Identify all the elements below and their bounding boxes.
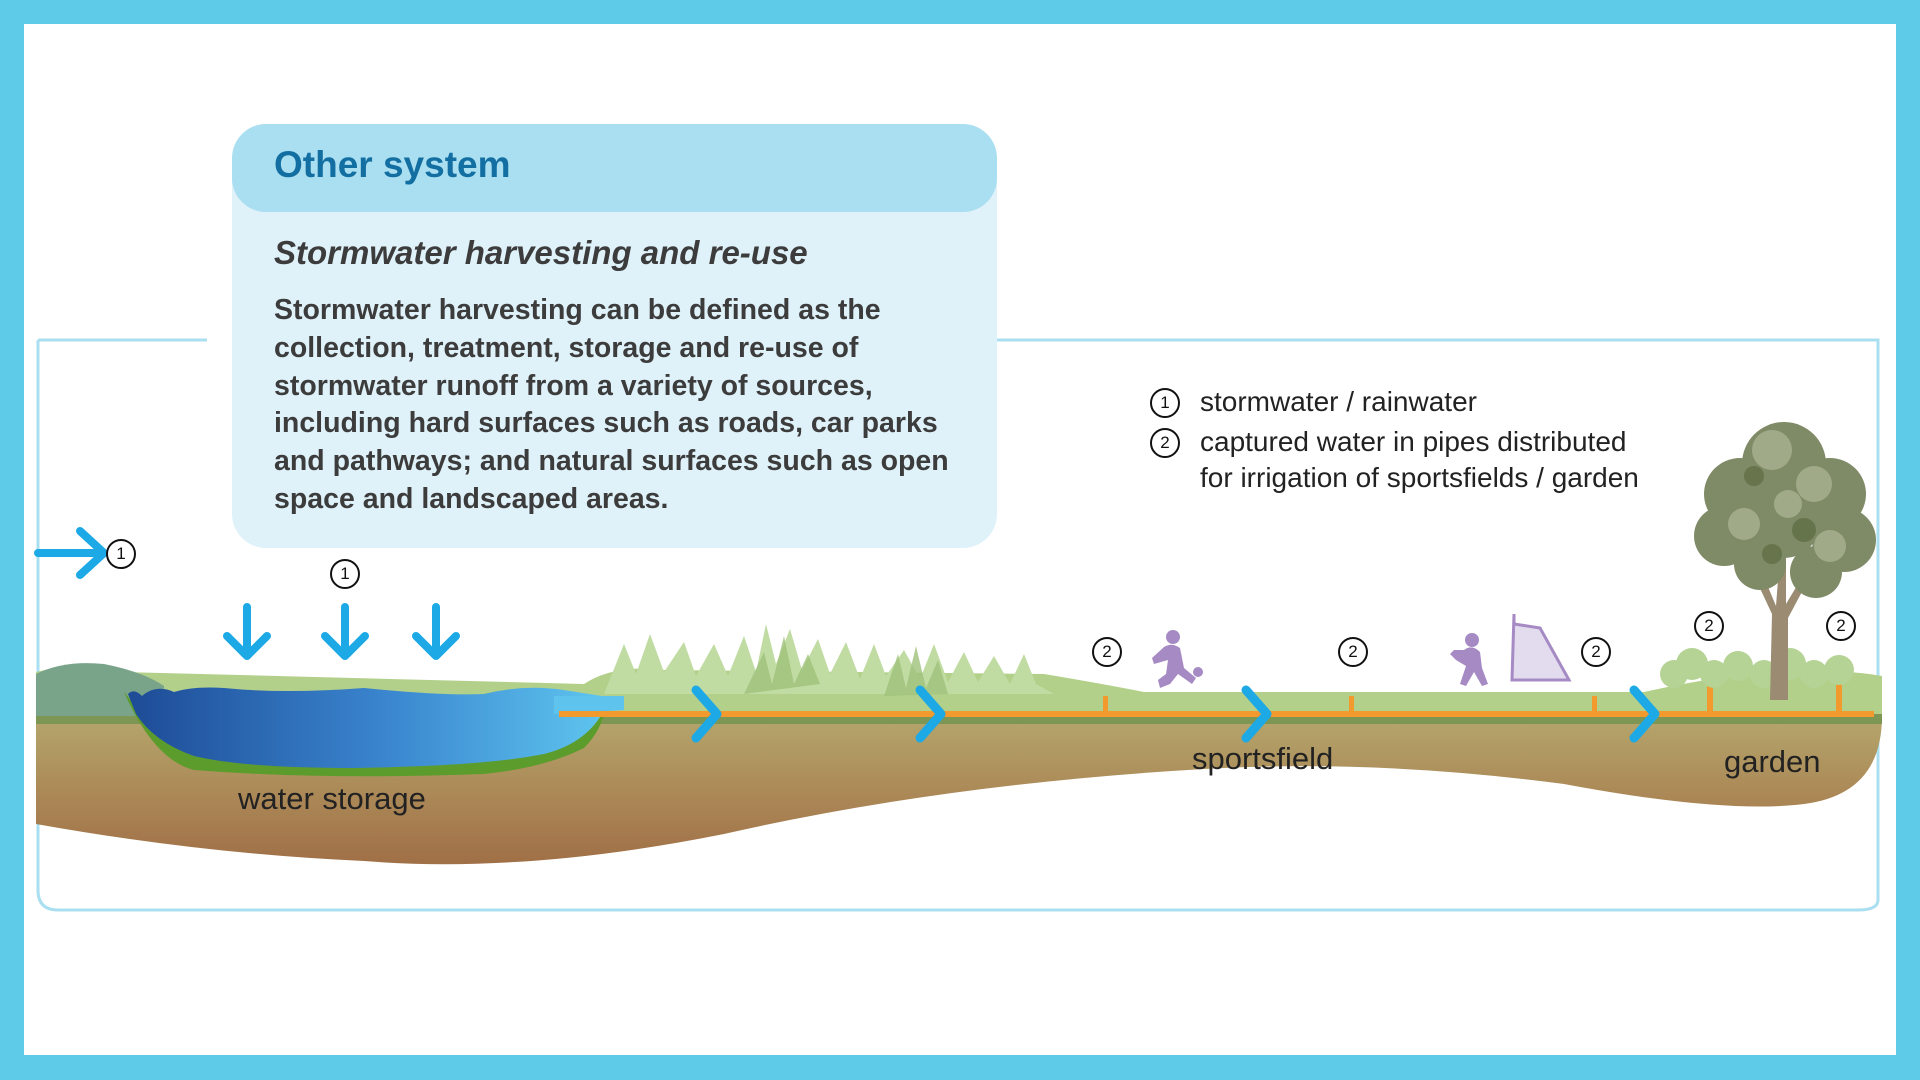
pond-outlet — [554, 696, 624, 714]
legend-text-captured-water: captured water in pipes distributed — [1200, 426, 1627, 457]
legend-number-1: 1 — [1150, 388, 1180, 418]
goal-frame — [1510, 613, 1572, 682]
water-storage-label: water storage — [238, 781, 426, 816]
info-box-title: Other system — [274, 144, 511, 185]
soccer-player-figure — [1152, 630, 1203, 688]
info-box-subtitle: Stormwater harvesting and re-use — [274, 234, 808, 271]
marker-2-pipe-c: 2 — [1581, 637, 1611, 667]
tree — [1694, 422, 1876, 700]
stormwater-scene — [34, 338, 1882, 912]
flow-chevrons — [691, 685, 1660, 743]
rain-arrows — [34, 527, 460, 660]
legend-text-irrigation: for irrigation of sportsfields / garden — [1200, 462, 1639, 493]
marker-2-garden-b: 2 — [1826, 611, 1856, 641]
sportsfield-label: sportsfield — [1192, 741, 1334, 776]
garden-shrubs — [1660, 648, 1854, 688]
garden-label: garden — [1724, 744, 1821, 779]
legend-text-stormwater: stormwater / rainwater — [1200, 386, 1477, 417]
marker-2-pipe-b: 2 — [1338, 637, 1368, 667]
scene-outline — [36, 338, 1880, 912]
marker-2-garden-a: 2 — [1694, 611, 1724, 641]
legend-number-2: 2 — [1150, 428, 1180, 458]
info-box-header — [232, 124, 997, 212]
reeds — [604, 624, 1054, 694]
reeds-dark — [744, 636, 948, 696]
goalkeeper-figure — [1450, 633, 1488, 686]
marker-1-rain: 1 — [330, 559, 360, 589]
irrigation-pipe — [559, 684, 1874, 717]
info-box-description: Stormwater harvesting can be defined as … — [274, 294, 949, 515]
info-box: Other system Stormwater harvesting and r… — [232, 124, 997, 548]
diagram-frame: Other system Stormwater harvesting and r… — [24, 24, 1896, 1055]
marker-1-inflow: 1 — [106, 539, 136, 569]
marker-2-pipe-a: 2 — [1092, 637, 1122, 667]
pond-water — [128, 687, 602, 768]
